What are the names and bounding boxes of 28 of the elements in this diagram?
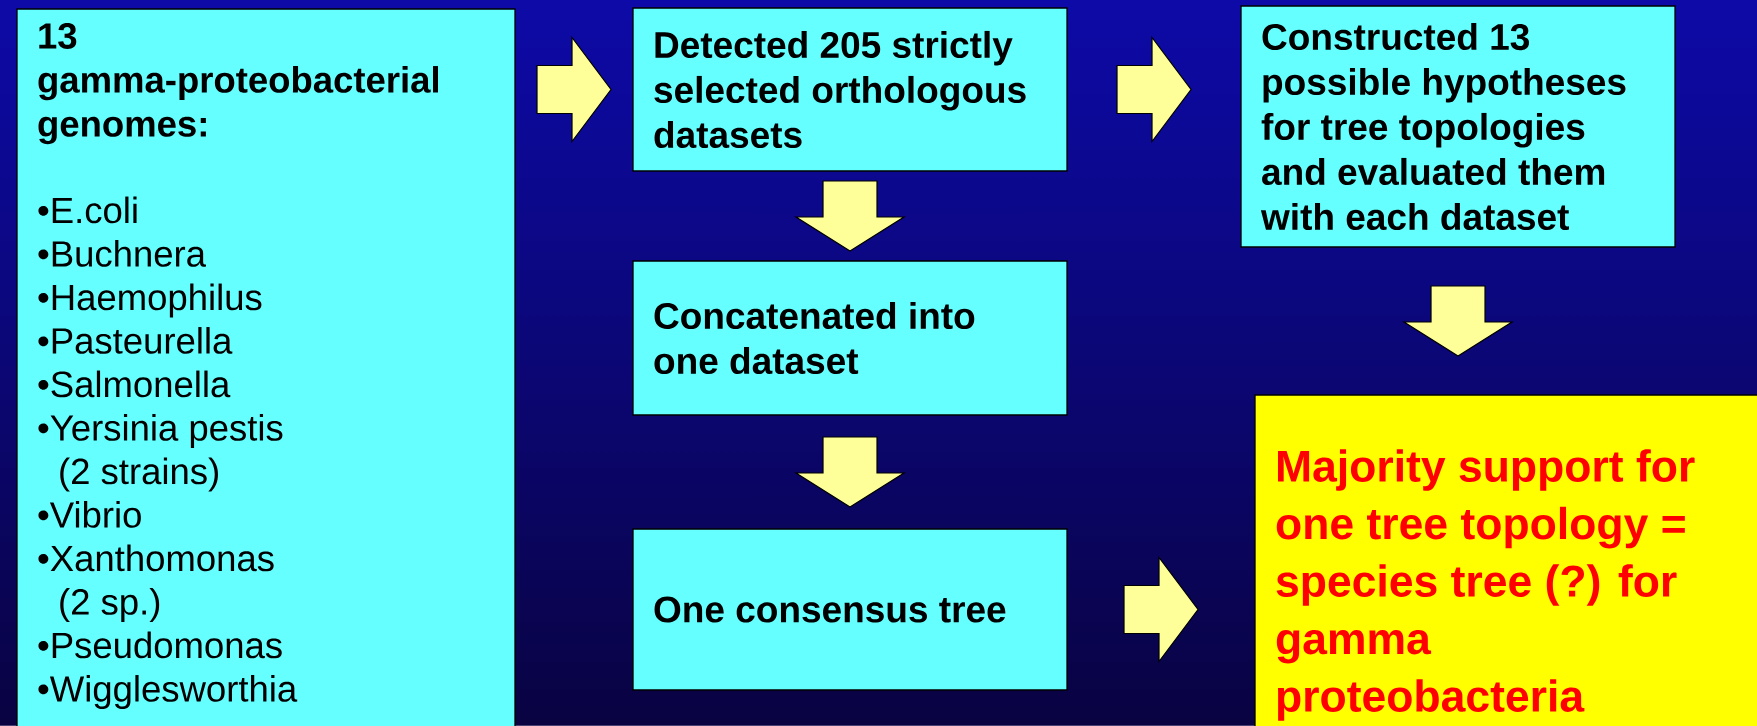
result-text: Majority support for one tree topology = species tree (?) for gamma proteobacteria: [1276, 449, 1695, 721]
list-item: •Vibrio: [38, 501, 141, 528]
block-arrow: [1116, 35, 1192, 144]
block-arrow: [536, 35, 612, 144]
step-text: Concatenated into one dataset: [654, 301, 975, 375]
genome-list-box: [16, 8, 516, 726]
process-box: [632, 528, 1068, 691]
step-text: Detected 205 strictly selected orthologous datasets: [654, 30, 1026, 149]
block-arrow: [1401, 285, 1515, 357]
block-arrow: [793, 180, 907, 252]
block-arrow: [1123, 555, 1199, 664]
list-item: •Haemophilus: [38, 283, 262, 318]
list-item: •Pasteurella: [38, 327, 233, 354]
list-heading: 13 gamma-proteobacterial genomes:: [38, 23, 439, 145]
process-box: [1240, 5, 1676, 248]
list-item: •Wigglesworthia: [38, 675, 298, 710]
list-item: •E.coli: [38, 196, 137, 224]
result-box: [1254, 394, 1757, 726]
list-item: •Buchnera: [38, 240, 206, 267]
step-text: Constructed 13 possible hypotheses for tree topologies and evaluated them with each dataset: [1260, 22, 1626, 231]
block-arrow: [793, 436, 907, 508]
list-item: •Pseudomonas: [38, 631, 282, 659]
process-box: [632, 7, 1068, 172]
list-item: •Xanthomonas (2 sp.): [38, 544, 274, 623]
step-text: One consensus tree: [654, 596, 1006, 623]
list-item: •Yersinia pestis (2 strains): [38, 414, 283, 492]
process-box: [632, 260, 1068, 416]
list-item: •Salmonella: [38, 370, 231, 398]
